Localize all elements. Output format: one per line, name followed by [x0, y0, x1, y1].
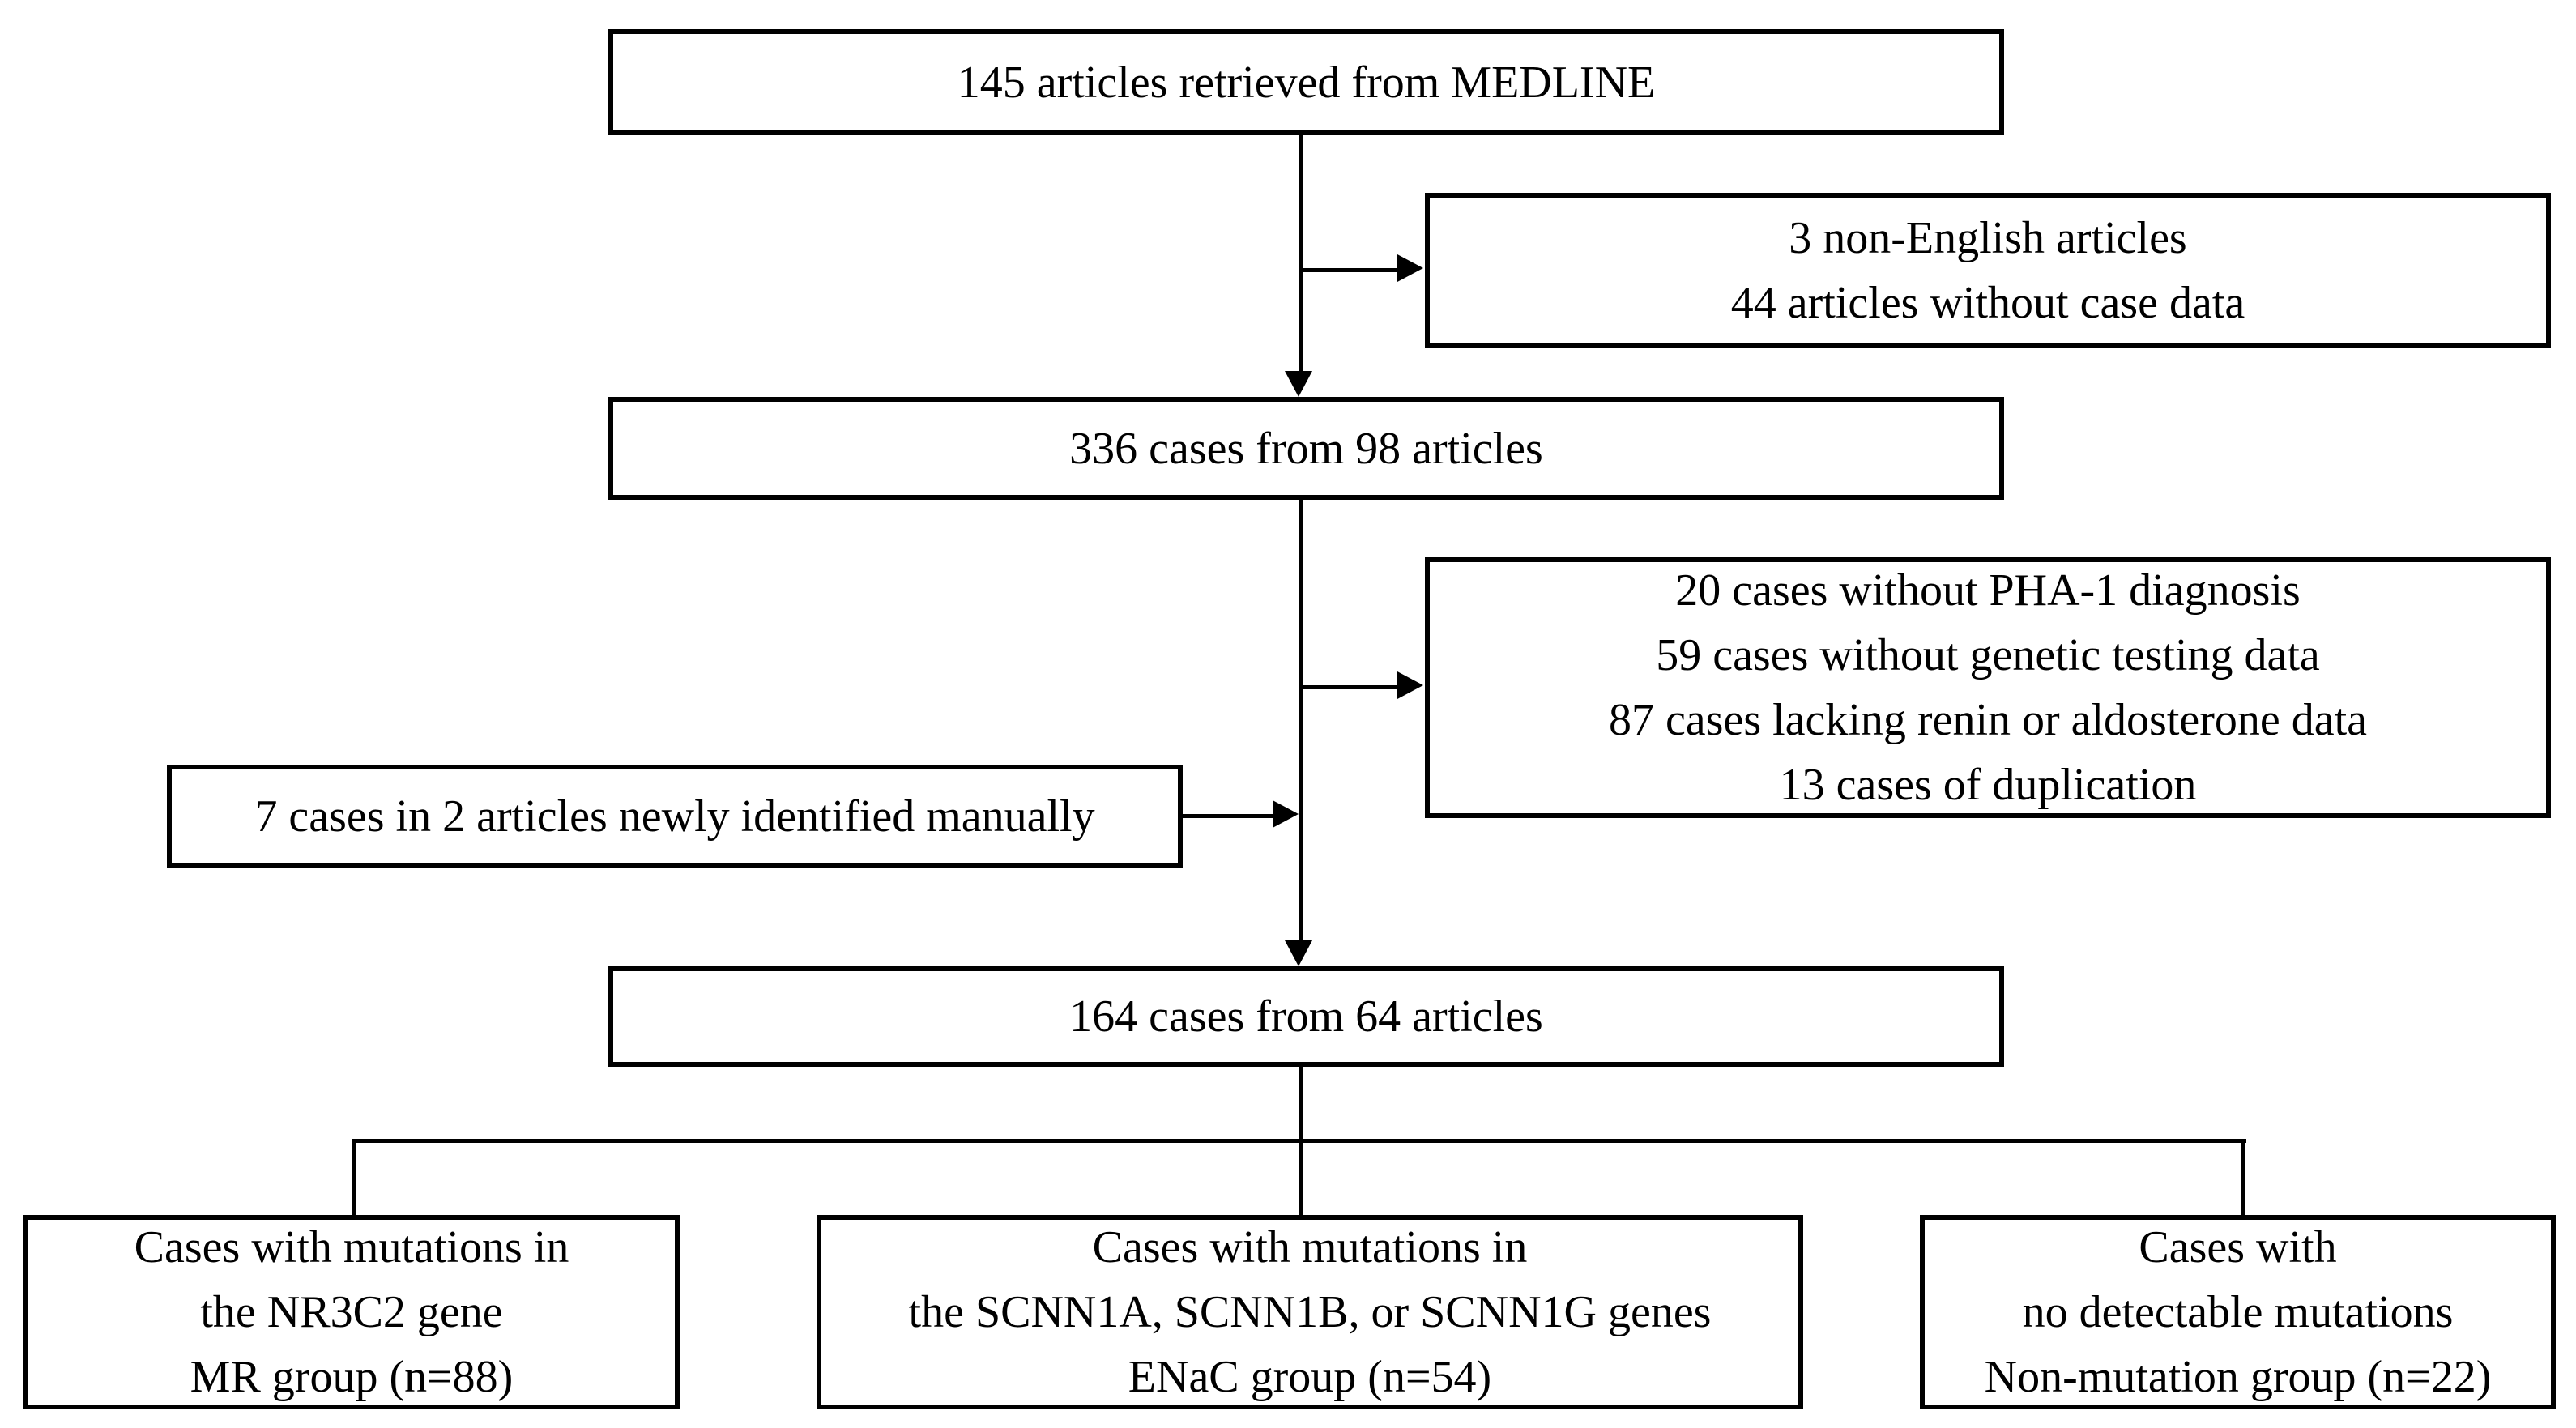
non-mutation-group-line: Cases with	[2139, 1222, 2337, 1272]
mr-group-line: the NR3C2 gene	[200, 1287, 503, 1337]
excluded-cases-line: 59 cases without genetic testing data	[1656, 630, 2320, 680]
connector-manual-to-main	[1183, 814, 1274, 818]
enac-group-line: ENaC group (n=54)	[1128, 1352, 1492, 1402]
branch-excluded-cases	[1300, 685, 1399, 689]
box-non-mutation-group: Cases with no detectable mutations Non-m…	[1920, 1215, 2556, 1409]
enac-group-line: the SCNN1A, SCNN1B, or SCNN1G genes	[908, 1287, 1712, 1337]
arrowhead-down-icon	[1285, 371, 1312, 397]
drop-to-enac-group	[1299, 1139, 1303, 1215]
connector-retrieved-to-screened	[1299, 135, 1303, 374]
box-articles-retrieved: 145 articles retrieved from MEDLINE	[608, 29, 2004, 135]
box-cases-screened: 336 cases from 98 articles	[608, 397, 2004, 500]
excluded-cases-line: 87 cases lacking renin or aldosterone da…	[1608, 695, 2368, 745]
connector-screened-to-final	[1299, 500, 1303, 944]
excluded-cases-line: 20 cases without PHA-1 diagnosis	[1675, 565, 2301, 616]
box-enac-group: Cases with mutations in the SCNN1A, SCNN…	[817, 1215, 1803, 1409]
box-articles-retrieved-text: 145 articles retrieved from MEDLINE	[957, 57, 1656, 108]
branch-excluded-articles	[1300, 268, 1399, 272]
box-manually-identified: 7 cases in 2 articles newly identified m…	[167, 765, 1183, 868]
non-mutation-group-line: Non-mutation group (n=22)	[1984, 1352, 2492, 1402]
box-manually-identified-text: 7 cases in 2 articles newly identified m…	[254, 791, 1095, 842]
drop-to-mr-group	[352, 1139, 356, 1215]
arrowhead-down-icon	[1285, 940, 1312, 966]
box-excluded-cases: 20 cases without PHA-1 diagnosis 59 case…	[1425, 557, 2551, 818]
enac-group-line: Cases with mutations in	[1092, 1222, 1528, 1272]
box-final-cases-text: 164 cases from 64 articles	[1069, 991, 1543, 1042]
arrowhead-right-icon	[1397, 671, 1423, 699]
drop-to-non-mutation-group	[2241, 1139, 2245, 1215]
arrowhead-right-icon	[1397, 254, 1423, 282]
mr-group-line: Cases with mutations in	[134, 1222, 569, 1272]
box-mr-group: Cases with mutations in the NR3C2 gene M…	[23, 1215, 680, 1409]
arrowhead-right-icon	[1273, 800, 1299, 828]
excluded-cases-line: 13 cases of duplication	[1779, 760, 2197, 810]
box-final-cases: 164 cases from 64 articles	[608, 966, 2004, 1067]
box-excluded-articles: 3 non-English articles 44 articles witho…	[1425, 193, 2551, 348]
excluded-articles-line: 44 articles without case data	[1730, 278, 2245, 328]
non-mutation-group-line: no detectable mutations	[2022, 1287, 2454, 1337]
connector-final-to-distribution	[1299, 1067, 1303, 1143]
mr-group-line: MR group (n=88)	[190, 1352, 514, 1402]
box-cases-screened-text: 336 cases from 98 articles	[1069, 423, 1543, 474]
excluded-articles-line: 3 non-English articles	[1789, 213, 2187, 263]
